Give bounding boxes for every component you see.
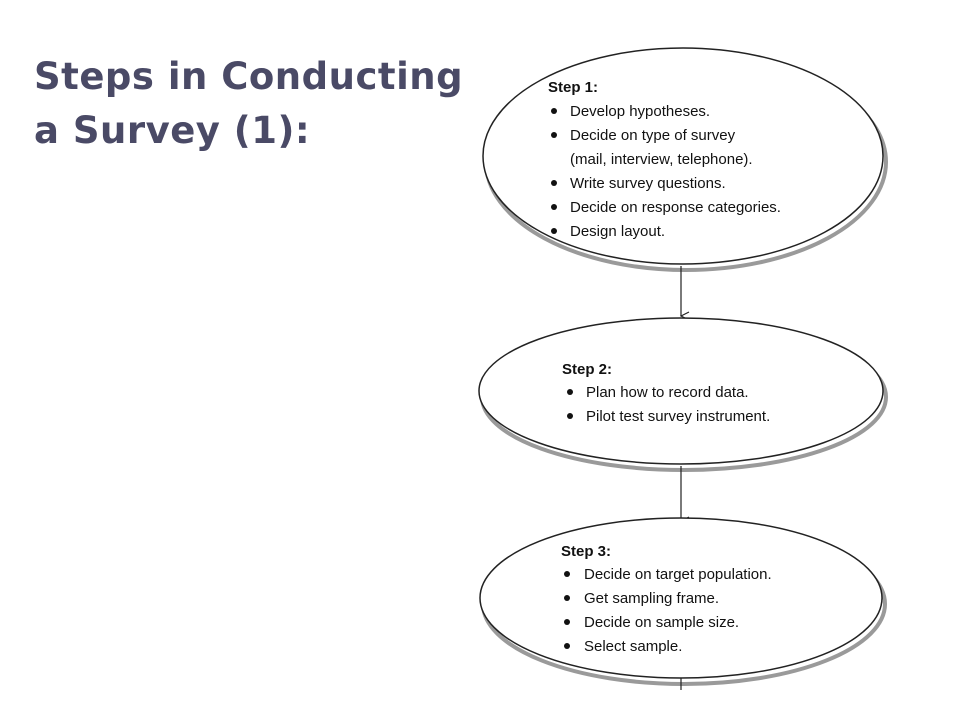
step-1-node: Step 1: Develop hypotheses. Decide on ty… bbox=[482, 47, 888, 272]
step-1-heading: Step 1: bbox=[548, 79, 598, 96]
step-1-bullet-4 bbox=[551, 180, 557, 186]
step-2-list: Plan how to record data. Pilot test surv… bbox=[567, 384, 770, 425]
step-3-item-1: Decide on target population. bbox=[584, 566, 772, 583]
slide-title-line-1: Steps in Conducting bbox=[34, 55, 464, 98]
step-1-item-4: Write survey questions. bbox=[570, 175, 726, 192]
step-2-node: Step 2: Plan how to record data. Pilot t… bbox=[478, 317, 888, 472]
step-1-item-2: Decide on type of survey bbox=[570, 127, 736, 144]
slide-title: Steps in Conducting a Survey (1): bbox=[34, 50, 464, 158]
step-2-ellipse bbox=[478, 317, 884, 465]
step-2-bullet-2 bbox=[567, 413, 573, 419]
step-3-heading: Step 3: bbox=[561, 543, 611, 560]
step-1-bullet-6 bbox=[551, 228, 557, 234]
step-1-ellipse bbox=[482, 47, 884, 265]
step-1-list: Develop hypotheses. Decide on type of su… bbox=[551, 103, 781, 240]
step-3-node: Step 3: Decide on target population. Get… bbox=[479, 517, 887, 686]
slide-title-line-2: a Survey (1): bbox=[34, 109, 311, 152]
step-1-item-6: Design layout. bbox=[570, 223, 665, 240]
step-1-bullet-1 bbox=[551, 108, 557, 114]
step-3-item-2: Get sampling frame. bbox=[584, 590, 719, 607]
step-1-item-1: Develop hypotheses. bbox=[570, 103, 710, 120]
step-1-bullet-5 bbox=[551, 204, 557, 210]
step-2-heading: Step 2: bbox=[562, 361, 612, 378]
step-3-item-3: Decide on sample size. bbox=[584, 614, 739, 631]
step-3-item-4: Select sample. bbox=[584, 638, 682, 655]
step-3-list: Decide on target population. Get samplin… bbox=[564, 566, 772, 655]
step-2-item-1: Plan how to record data. bbox=[586, 384, 749, 401]
step-1-item-5: Decide on response categories. bbox=[570, 199, 781, 216]
step-3-bullet-4 bbox=[564, 643, 570, 649]
step-1-item-3: (mail, interview, telephone). bbox=[570, 151, 753, 168]
step-3-bullet-2 bbox=[564, 595, 570, 601]
step-3-bullet-1 bbox=[564, 571, 570, 577]
step-2-bullet-1 bbox=[567, 389, 573, 395]
step-2-item-2: Pilot test survey instrument. bbox=[586, 408, 770, 425]
step-3-bullet-3 bbox=[564, 619, 570, 625]
step-1-bullet-2 bbox=[551, 132, 557, 138]
